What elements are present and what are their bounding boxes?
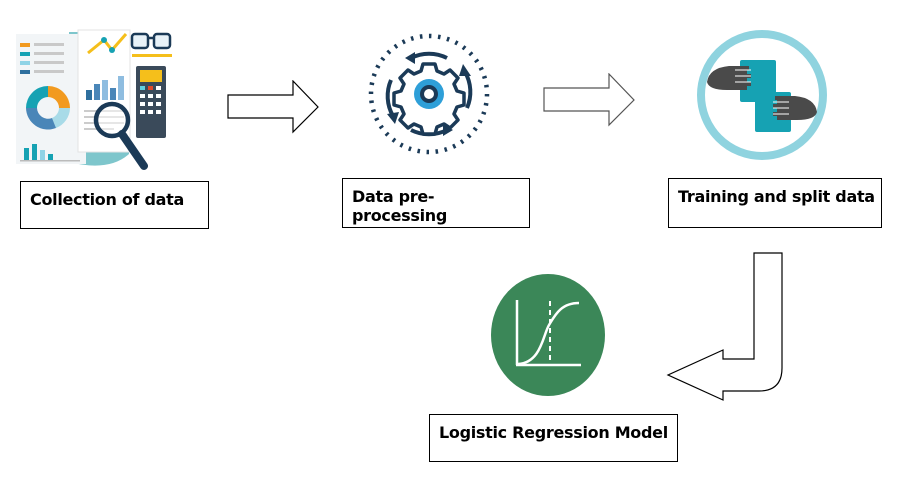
step-label: Training and split data [678,187,875,206]
step-label: Collection of data [30,190,184,209]
hands-split-icon [697,30,827,160]
gear-cycle-icon [368,33,490,155]
arrow-right-icon [227,80,319,134]
arrow-bent-left-icon [666,252,783,401]
step-box-preprocessing: Data pre-processing [342,178,530,228]
data-collection-icon [16,29,172,170]
sigmoid-curve-icon [491,274,605,396]
step-label: Data pre-processing [352,187,448,225]
arrow-right-icon [543,73,635,127]
step-box-logistic-model: Logistic Regression Model [429,414,678,462]
step-box-training-split: Training and split data [668,178,882,228]
step-label: Logistic Regression Model [439,423,668,442]
step-box-collection: Collection of data [20,181,209,229]
